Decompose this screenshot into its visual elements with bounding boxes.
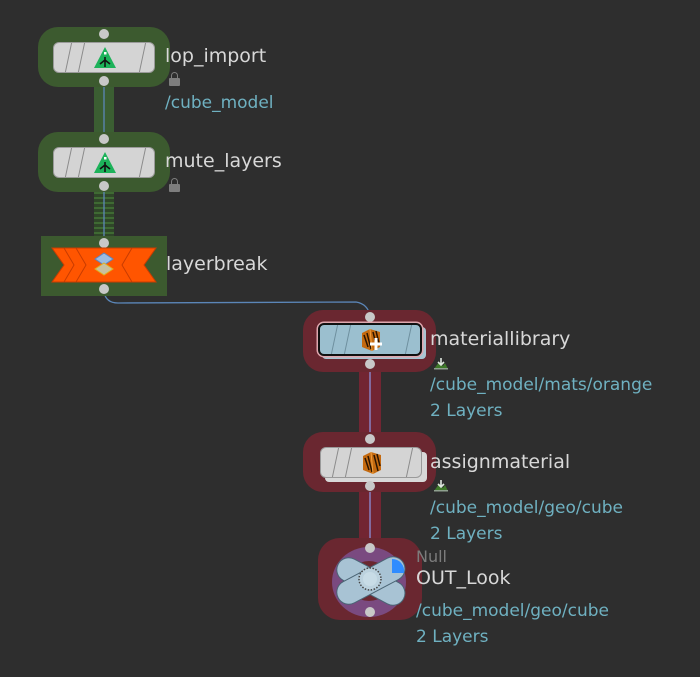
assign-material-icon [363, 451, 381, 475]
node-out-look-info-layers: 2 Layers [416, 627, 489, 647]
node-out-look-name[interactable]: OUT_Look [416, 567, 511, 589]
node-assignmaterial-info-path: /cube_model/geo/cube [430, 498, 624, 518]
node-mute-layers-input-connector[interactable] [99, 134, 109, 144]
import-stamp-icon [434, 480, 448, 492]
node-lop-import-input-connector[interactable] [99, 29, 109, 39]
import-stamp-icon [434, 358, 448, 370]
node-materiallibrary-name[interactable]: materiallibrary [430, 328, 571, 350]
node-lop-import-output-connector[interactable] [99, 76, 109, 86]
node-materiallibrary-input-connector[interactable] [365, 312, 375, 322]
material-library-icon [362, 328, 382, 352]
layerbreak-icon [94, 252, 114, 276]
node-assignmaterial[interactable] [320, 447, 422, 478]
node-layerbreak-output-connector[interactable] [99, 284, 109, 294]
sop-import-icon [94, 47, 116, 68]
node-out-look[interactable] [332, 551, 408, 611]
node-layerbreak-input-connector[interactable] [99, 238, 109, 248]
node-assignmaterial-input-connector[interactable] [365, 434, 375, 444]
node-lop-import[interactable] [53, 42, 155, 73]
node-assignmaterial-info-layers: 2 Layers [430, 524, 503, 544]
node-assignmaterial-output-connector[interactable] [365, 481, 375, 491]
node-materiallibrary-info-path: /cube_model/mats/orange [430, 375, 653, 395]
node-mute-layers-output-connector[interactable] [99, 181, 109, 191]
node-out-look-input-connector[interactable] [365, 543, 375, 553]
sop-import-icon [94, 152, 116, 173]
node-layerbreak-name[interactable]: layerbreak [166, 253, 268, 275]
node-materiallibrary-output-connector[interactable] [365, 359, 375, 369]
node-assignmaterial-name[interactable]: assignmaterial [430, 451, 571, 473]
lock-icon[interactable] [169, 72, 180, 86]
wire-layerbreak-to-materiallibrary[interactable] [103, 291, 371, 317]
node-lop-import-name[interactable]: lop_import [165, 45, 267, 67]
node-layerbreak[interactable] [50, 246, 158, 284]
lock-icon[interactable] [169, 178, 180, 192]
node-materiallibrary[interactable] [318, 323, 422, 356]
node-mute-layers[interactable] [53, 147, 155, 178]
node-out-look-output-connector[interactable] [365, 607, 375, 617]
display-flag-icon [392, 558, 405, 573]
node-lop-import-info-path: /cube_model [165, 93, 274, 113]
node-out-look-info-path: /cube_model/geo/cube [416, 601, 610, 621]
node-out-look-type: Null [416, 547, 447, 566]
node-materiallibrary-info-layers: 2 Layers [430, 401, 503, 421]
node-mute-layers-name[interactable]: mute_layers [165, 150, 282, 172]
